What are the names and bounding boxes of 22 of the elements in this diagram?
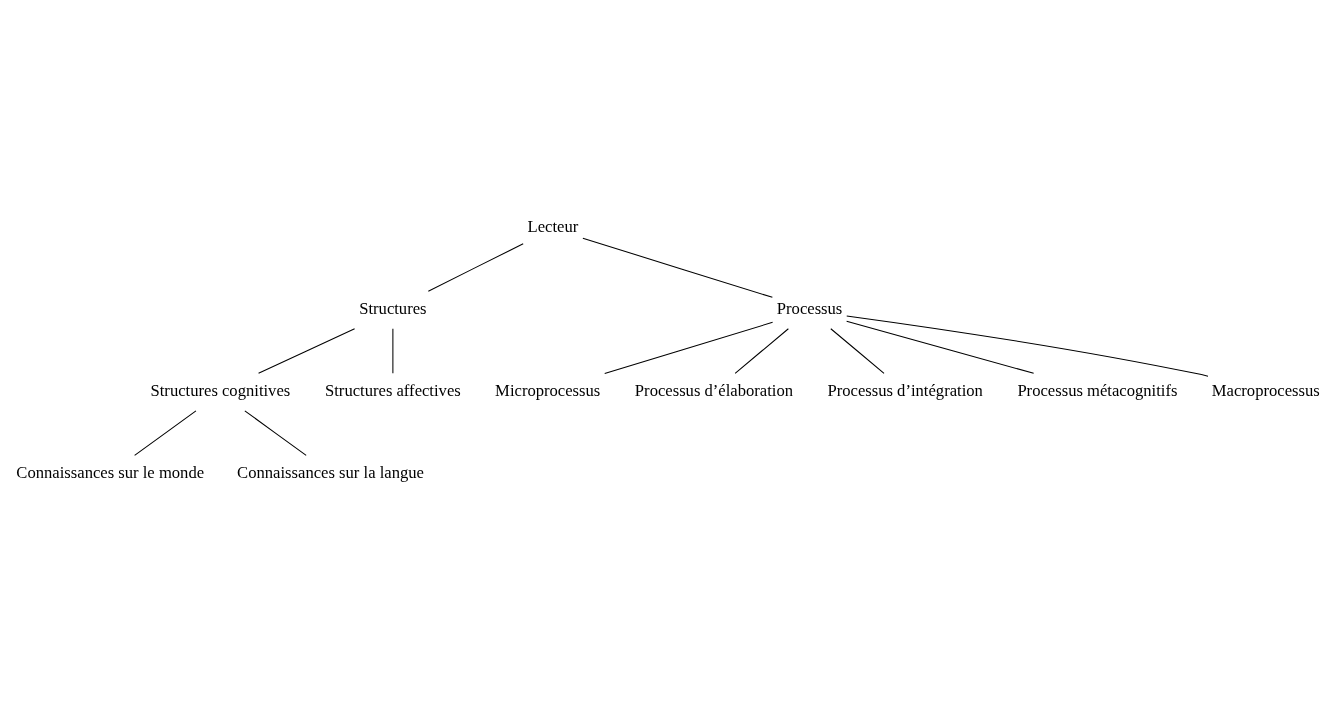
connector bbox=[244, 410, 307, 456]
connector bbox=[604, 321, 774, 375]
connector bbox=[427, 243, 524, 292]
node-text: Macroprocessus bbox=[1211, 381, 1320, 400]
node-text: Processus bbox=[776, 298, 843, 318]
connector bbox=[846, 320, 1035, 374]
connector bbox=[582, 237, 773, 298]
connector bbox=[734, 328, 789, 374]
node-text: Processus d’élaboration bbox=[634, 381, 794, 400]
node-text: Processus d’intégration bbox=[827, 381, 983, 400]
connector bbox=[830, 328, 885, 374]
connector bbox=[134, 410, 197, 456]
node-text: Connaissances sur le monde bbox=[16, 463, 205, 483]
connector bbox=[846, 315, 1209, 377]
node-text: Processus métacognitifs bbox=[1017, 381, 1178, 400]
node-text: Connaissances sur la langue bbox=[237, 463, 424, 483]
node-text: Microprocessus bbox=[495, 381, 601, 400]
node-text: Structures bbox=[359, 298, 427, 318]
connector bbox=[258, 328, 356, 374]
node-text: Lecteur bbox=[527, 216, 579, 236]
node-text: Structures affectives bbox=[325, 381, 461, 400]
node-text: Structures cognitives bbox=[150, 381, 291, 400]
